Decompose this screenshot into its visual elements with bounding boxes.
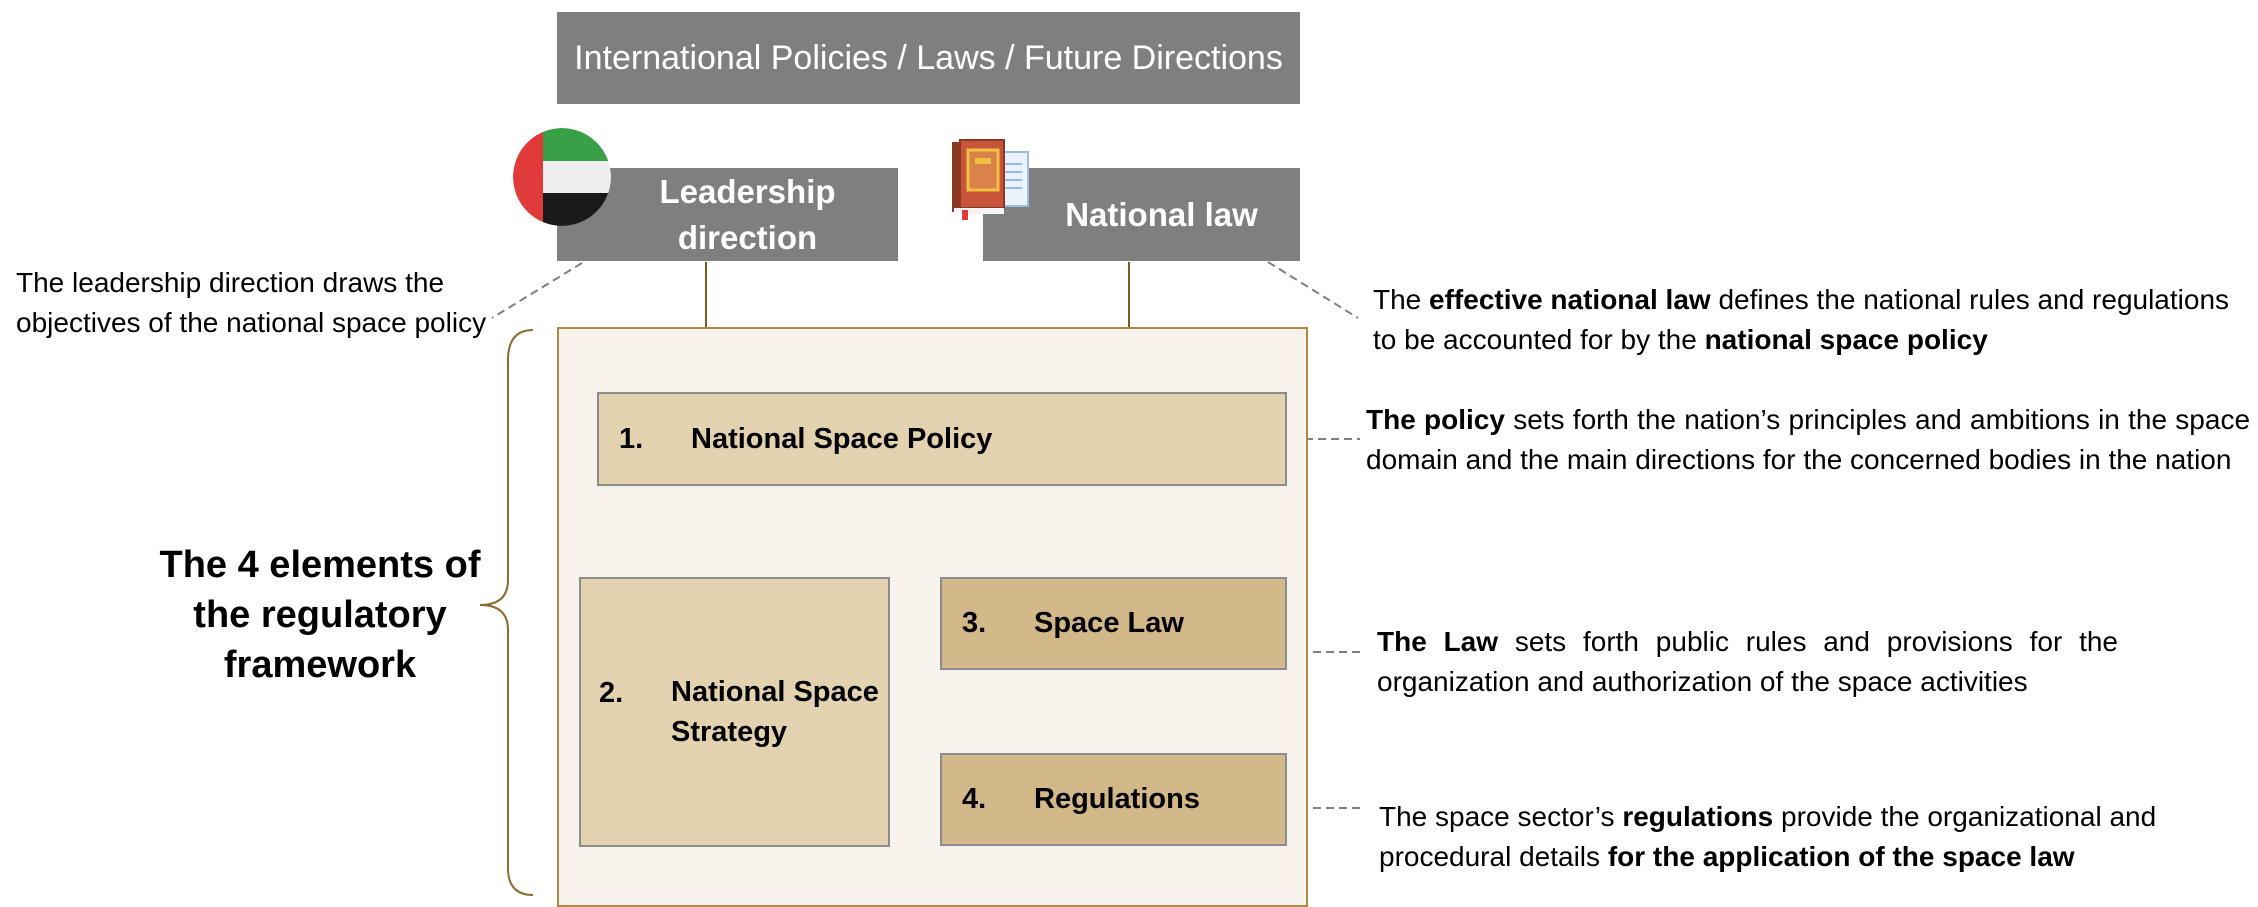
element-label: Regulations: [1034, 783, 1200, 815]
leadership-direction-label: Leadership direction: [659, 172, 836, 256]
national-law-box: National law: [983, 168, 1300, 261]
national-law-note: The effective national law defines the n…: [1373, 284, 2230, 355]
element-national-space-policy: 1. National Space Policy: [597, 392, 1287, 486]
element-regulations: 4. Regulations: [940, 753, 1287, 846]
element-number: 1.: [619, 422, 644, 455]
element-number: 3.: [962, 607, 987, 639]
policy-note: The policy sets forth the nation’s princ…: [1366, 404, 2251, 475]
pointer-leadership-note: [491, 262, 583, 319]
framework-brace: [479, 329, 534, 896]
law-book-icon: [948, 138, 1036, 220]
leadership-note: The leadership direction draws the objec…: [16, 267, 487, 338]
element-number: 4.: [962, 783, 987, 815]
element-number: 2.: [599, 677, 624, 709]
element-label: National Space Policy: [691, 422, 993, 455]
element-space-law: 3. Space Law: [940, 577, 1287, 670]
international-policies-label: International Policies / Laws / Future D…: [574, 39, 1283, 77]
international-policies-box: International Policies / Laws / Future D…: [557, 12, 1300, 104]
framework-title: The 4 elements of the regulatory framewo…: [159, 544, 481, 686]
pointer-natlaw-note: [1267, 261, 1359, 319]
leadership-direction-box: Leadership direction: [557, 168, 898, 261]
element-label: Space Law: [1034, 607, 1184, 639]
regulations-note: The space sector’s regulations provide t…: [1379, 801, 2157, 872]
law-note: The Law sets forth public rules and prov…: [1377, 626, 2118, 697]
element-national-space-strategy: 2. National Space Strategy: [579, 577, 890, 847]
element-label: National Space Strategy: [671, 676, 879, 748]
uae-flag-icon: [513, 128, 611, 226]
national-law-label: National law: [1065, 195, 1258, 233]
